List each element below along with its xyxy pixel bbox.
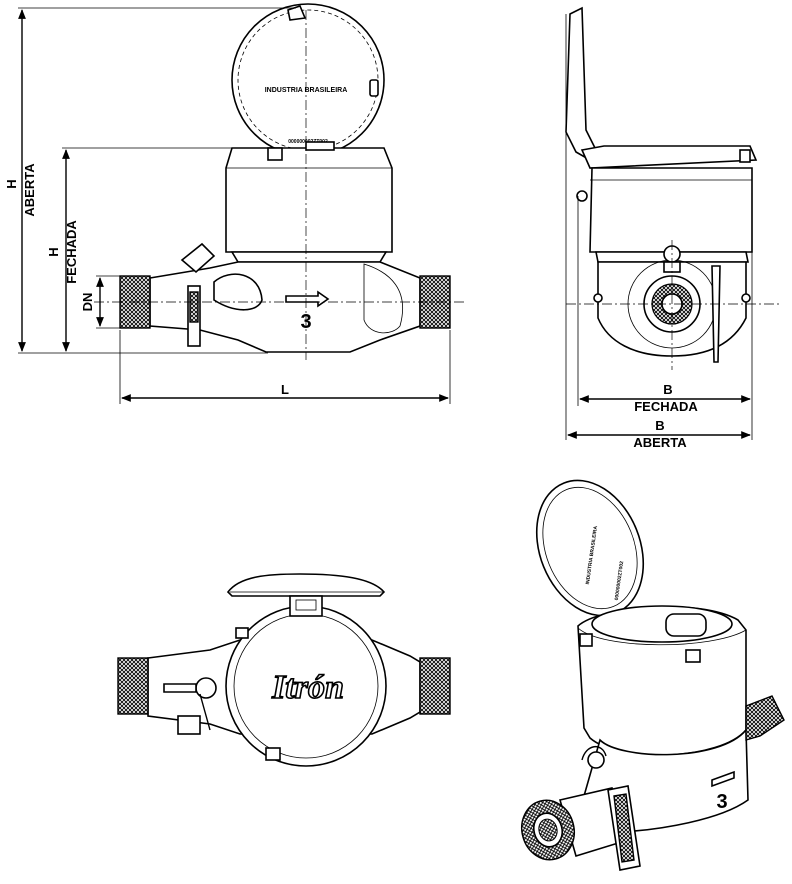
iso-outlet-thread: [745, 695, 785, 741]
dim-h-label: H: [4, 179, 19, 188]
register-housing: [225, 147, 393, 253]
brand-logo: Itrón: [271, 669, 344, 706]
dim-b-closed-label: B: [663, 382, 672, 397]
top-view: Itrón: [117, 573, 451, 767]
top-lid-edge: [226, 573, 386, 597]
end-view: B FECHADA B ABERTA: [565, 6, 780, 450]
top-inlet-thread: [117, 657, 149, 715]
dim-aberta-label: ABERTA: [22, 163, 37, 217]
iso-serial-number: 000000002ZT002: [614, 561, 625, 601]
dim-b-fechada-label: FECHADA: [634, 399, 698, 414]
side-view: INDUSTRIA BRASILEIRA 000000002ZT002 3: [4, 3, 466, 404]
open-lid: INDUSTRIA BRASILEIRA 000000002ZT002: [231, 3, 385, 157]
dim-fechada-label: FECHADA: [64, 220, 79, 284]
top-seal-tag: [177, 715, 201, 735]
end-open-lid: [565, 6, 597, 162]
seal-clip: [180, 242, 216, 274]
dim-dn-label: DN: [80, 293, 95, 312]
isometric-view: INDUSTRIA BRASILEIRA 000000002ZT002 3: [521, 479, 785, 871]
dim-l-label: L: [281, 382, 289, 397]
dim-h-closed-label: H: [46, 247, 61, 256]
iso-model-number: 3: [716, 791, 727, 813]
end-register-housing: [589, 167, 753, 253]
top-outlet-thread: [419, 657, 451, 715]
dim-b-aberta-label: ABERTA: [633, 435, 687, 450]
flow-arrow-icon: [285, 290, 330, 308]
dim-b-open-label: B: [655, 418, 664, 433]
